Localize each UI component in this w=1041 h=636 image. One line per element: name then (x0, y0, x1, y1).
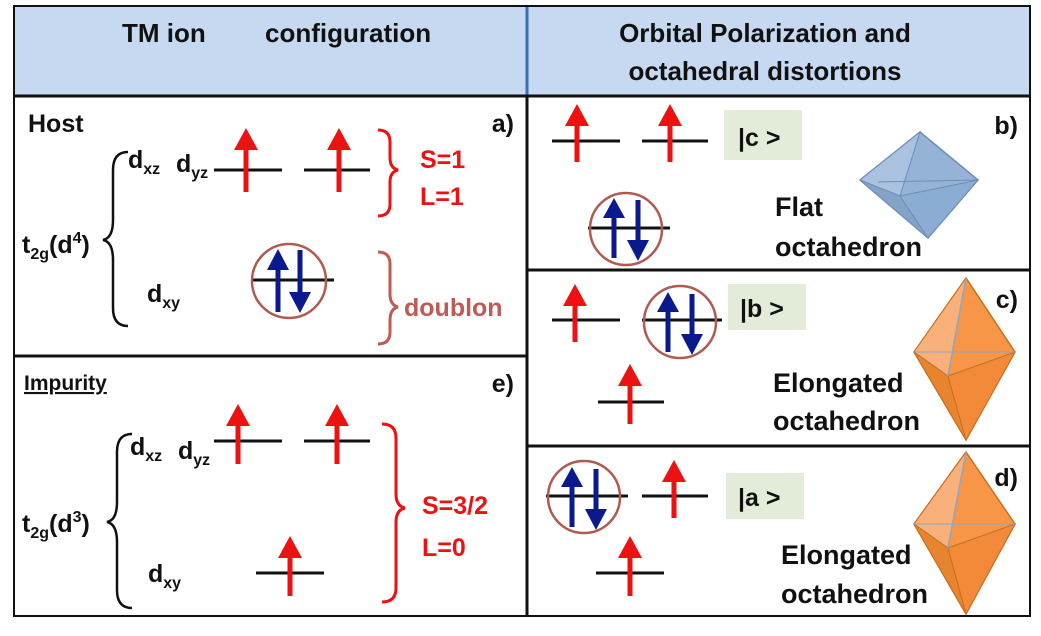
impurity-dxz-label: dxz (130, 433, 162, 465)
host-dxy-label: dxy (147, 280, 180, 312)
impurity-spin-label: S=3/2 (422, 492, 488, 520)
panel-c-label: c) (996, 286, 1018, 314)
impurity-shell-label: t2g(d3) (22, 509, 90, 542)
spin-up-arrow-icon (561, 467, 583, 527)
spin-up-arrow-icon (657, 292, 679, 352)
doublon-circle-icon (588, 191, 664, 267)
ket-b-box (728, 284, 806, 330)
b-shape-line1: Flat (775, 192, 823, 222)
impurity-title: Impurity (24, 372, 107, 395)
spin-down-arrow-icon (289, 250, 311, 313)
spin-up-arrow-icon (278, 536, 302, 596)
spin-up-arrow-icon (658, 104, 682, 162)
panel-d-label: d) (994, 464, 1018, 492)
spin-down-arrow-icon (627, 200, 649, 261)
spin-up-arrow-icon (563, 284, 587, 342)
header-right-line2: octahedral distortions (628, 56, 901, 86)
spin-up-arrow-icon (565, 104, 589, 162)
impurity-curly-brace (106, 432, 133, 610)
spin-up-arrow-icon (603, 198, 625, 258)
table-grid (13, 5, 1031, 617)
spin-down-arrow-icon (585, 469, 607, 530)
panel-host: Host a) t2g(d4) dxz dyz dxy (22, 110, 514, 346)
d-shape-line2: octahedron (781, 579, 928, 609)
ket-a-box (726, 473, 804, 519)
header-tm-ion: TM ion (122, 18, 206, 48)
ket-c-box (724, 110, 802, 160)
panel-d: d) |a > Elongated octahedron (546, 450, 1018, 616)
spin-up-arrow-icon (618, 536, 642, 596)
header-background (14, 6, 1030, 96)
host-dyz-label: dyz (176, 150, 208, 182)
impurity-orbital-label: L=0 (422, 534, 466, 562)
doublon-circle-icon (642, 284, 718, 360)
host-curly-brace (102, 150, 129, 328)
host-dxz-label: dxz (128, 146, 160, 178)
doublon-circle-icon (250, 242, 328, 320)
panel-a-label: a) (492, 110, 514, 138)
elongated-octahedron-icon (913, 276, 1017, 442)
host-shell-label: t2g(d4) (22, 230, 90, 263)
spin-up-arrow-icon (327, 128, 351, 192)
panel-c: c) |b > Elongated octahedron (552, 276, 1018, 442)
host-title: Host (28, 110, 84, 138)
spin-up-arrow-icon (325, 404, 349, 464)
c-shape-line1: Elongated (773, 368, 904, 398)
flat-octahedron-icon (858, 130, 980, 240)
header-configuration: configuration (265, 18, 431, 48)
d-shape-line1: Elongated (781, 540, 912, 570)
host-doublon-label: doublon (404, 294, 503, 322)
panel-b: b) |c > Flat octahedron (552, 104, 1018, 267)
ket-a-label: |a > (738, 484, 780, 512)
spin-up-arrow-icon (618, 364, 642, 424)
spin-down-arrow-icon (681, 294, 703, 355)
impurity-dyz-label: dyz (178, 437, 210, 469)
spin-up-arrow-icon (234, 128, 258, 192)
doublon-circle-icon (546, 459, 622, 535)
spin-up-arrow-icon (226, 404, 250, 464)
header-right-line1: Orbital Polarization and (619, 18, 911, 48)
panel-e-label: e) (492, 370, 514, 398)
host-spin-label: S=1 (420, 146, 465, 174)
spin-up-arrow-icon (267, 249, 289, 312)
host-spin-brace (377, 128, 399, 218)
c-shape-line2: octahedron (773, 406, 920, 436)
ket-c-label: |c > (738, 124, 780, 152)
host-orbital-label: L=1 (420, 183, 464, 211)
impurity-dxy-label: dxy (148, 560, 181, 592)
spin-up-arrow-icon (662, 460, 686, 518)
elongated-octahedron-icon (913, 450, 1017, 616)
host-doublon-brace (377, 250, 399, 346)
b-shape-line2: octahedron (775, 232, 922, 262)
ket-b-label: |b > (740, 295, 784, 323)
impurity-spin-brace (381, 422, 406, 604)
panel-impurity: Impurity e) t2g(d3) dxz dyz dxy S=3/2 L=… (22, 370, 514, 610)
panel-b-label: b) (994, 112, 1018, 140)
